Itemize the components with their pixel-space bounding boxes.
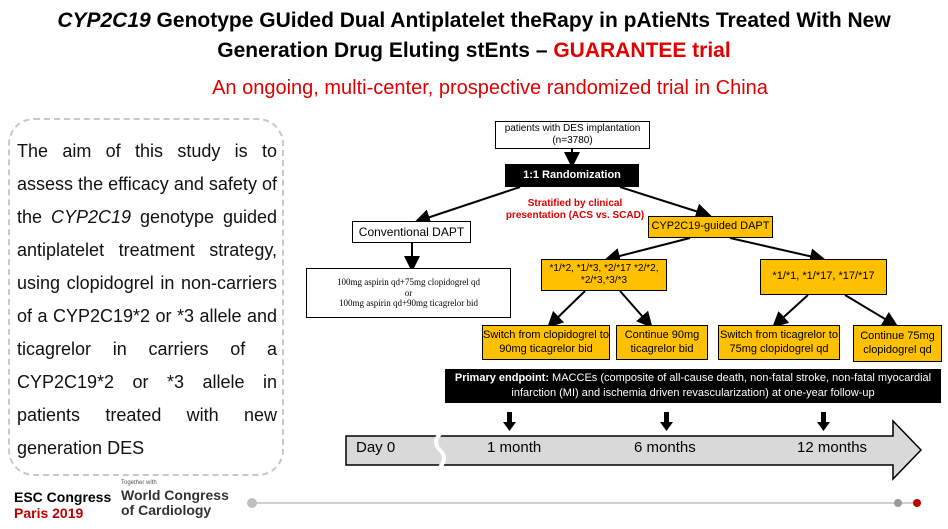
- switch-to-clopidogrel-box: Switch from ticagrelor to 75mg clopidogr…: [718, 325, 840, 360]
- arrow-to-guided: [619, 186, 712, 219]
- switch-to-ticagrelor-box: Switch from clopidogrel to 90mg ticagrel…: [482, 325, 610, 360]
- conventional-regimen-box: 100mg aspirin qd+75mg clopidogrel qd or …: [306, 268, 511, 318]
- aim-text-part-2: genotype guided antiplatelet treatment s…: [17, 207, 278, 458]
- timeline-6-months: 6 months: [634, 439, 696, 456]
- conventional-dapt-box: Conventional DAPT: [352, 221, 471, 243]
- title-line-2: Generation Drug Eluting stEnts – GUARANT…: [0, 36, 948, 66]
- primary-endpoint-banner: Primary endpoint: MACCEs (composite of a…: [445, 369, 941, 403]
- arrow-to-continue-90: [619, 290, 653, 328]
- continue-ticagrelor-box: Continue 90mg ticagrelor bid: [616, 325, 708, 360]
- aim-panel: [8, 118, 284, 476]
- wcc-line-1: World Congress: [121, 487, 229, 503]
- wcc-logo: Together with World Congress of Cardiolo…: [121, 479, 229, 518]
- slide-title: CYP2C19 Genotype GUided Dual Antiplatele…: [0, 6, 948, 66]
- esc-congress-logo: ESC Congress Paris 2019: [14, 489, 111, 521]
- randomization-box: 1:1 Randomization: [505, 164, 639, 187]
- regimen-or: or: [404, 287, 413, 298]
- regimen-clopidogrel: 100mg aspirin qd+75mg clopidogrel qd: [336, 276, 481, 287]
- aim-gene-name: CYP2C19: [50, 207, 132, 227]
- regimen-ticagrelor: 100mg aspirin qd+90mg ticagrelor bid: [338, 298, 479, 309]
- timeline-arrow: [345, 419, 923, 481]
- slide-subtitle: An ongoing, multi-center, prospective ra…: [212, 77, 768, 99]
- noncarriers-genotype-box: *1/*1, *1/*17, *17/*17: [760, 259, 887, 295]
- patients-box: patients with DES implantation (n=3780): [495, 121, 650, 149]
- endpoint-label: Primary endpoint:: [454, 372, 549, 384]
- timeline-12-months: 12 months: [797, 439, 868, 456]
- timeline-break: [434, 432, 446, 469]
- arrow-to-noncarriers: [729, 237, 826, 265]
- title-line-2-text: Generation Drug Eluting stEnts –: [217, 39, 554, 62]
- title-line-1-text: Genotype GUided Dual Antiplatelet theRap…: [150, 9, 891, 32]
- esc-line-1: ESC Congress: [14, 489, 112, 505]
- timeline-1-month: 1 month: [487, 439, 542, 456]
- carriers-genotype-box: *1/*2, *1/*3, *2/*17 *2/*2, *2/*3,*3/*3: [541, 259, 667, 291]
- together-with-label: Together with: [121, 480, 157, 486]
- continue-clopidogrel-box: Continue 75mg clopidogrel qd: [853, 325, 942, 362]
- arrow-to-conventional: [414, 186, 521, 225]
- progress-start-dot: [247, 498, 257, 508]
- milestone-arrows: [503, 412, 830, 431]
- title-gene-name: CYP2C19: [57, 9, 151, 32]
- arrow-to-switch-clopidogrel: [772, 294, 809, 328]
- aim-text: The aim of this study is to assess the e…: [17, 135, 277, 465]
- esc-line-2: Paris 2019: [14, 505, 84, 521]
- aim-text-part-1: The aim of this study is to assess the e…: [17, 141, 277, 227]
- title-line-1: CYP2C19 Genotype GUided Dual Antiplatele…: [0, 6, 948, 36]
- endpoint-text: MACCEs (composite of all-cause death, no…: [511, 372, 932, 399]
- wcc-line-2: of Cardiology: [121, 502, 212, 518]
- arrow-to-switch-ticagrelor: [547, 290, 586, 328]
- stratification-note: Stratified by clinical presentation (ACS…: [505, 198, 645, 221]
- trial-name: GUARANTEE trial: [553, 39, 731, 62]
- progress-end-dot: [913, 499, 921, 507]
- arrow-to-continue-75: [844, 294, 899, 328]
- arrow-to-carriers: [604, 237, 691, 264]
- timeline-day0: Day 0: [356, 439, 396, 456]
- progress-mid-dot: [894, 499, 902, 507]
- guided-dapt-box: CYP2C19-guided DAPT: [648, 216, 773, 238]
